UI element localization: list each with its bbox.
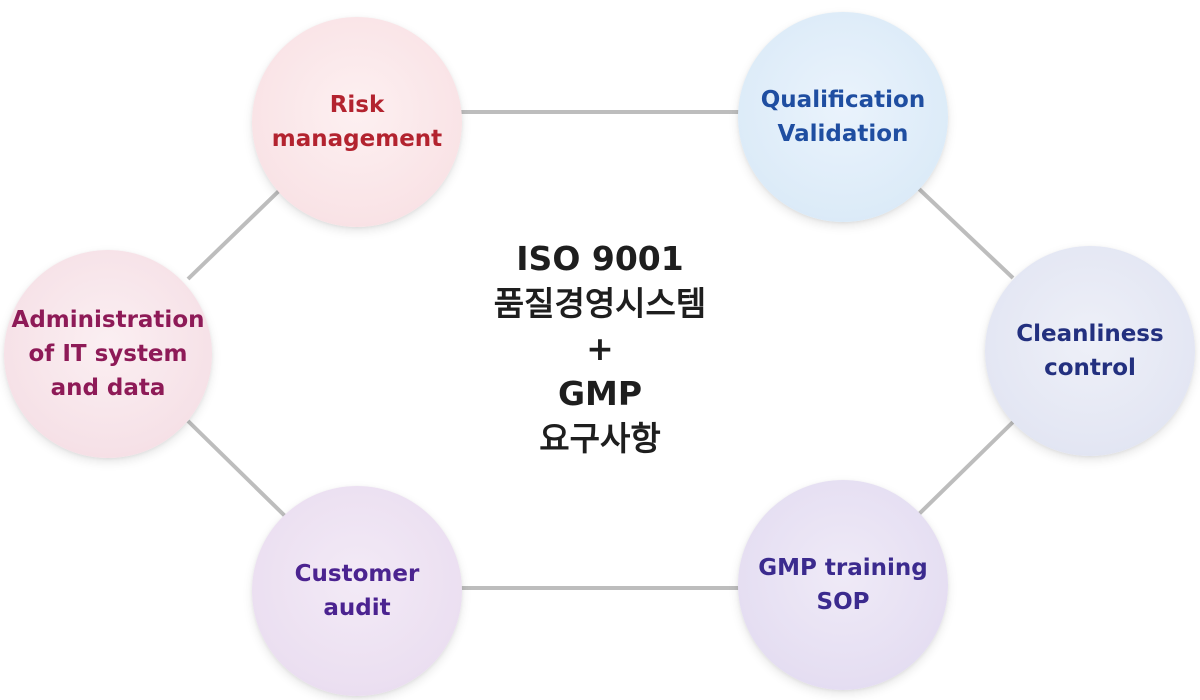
node-customer-audit: Customer audit — [252, 486, 462, 696]
node-it-administration: Administration of IT system and data — [4, 250, 212, 458]
node-label-qualification-validation: Qualification Validation — [760, 87, 926, 147]
node-gmp-training-sop: GMP training SOP — [738, 480, 948, 690]
center-title-iso: ISO 9001 — [516, 239, 684, 278]
center-title-gmp: GMP — [557, 374, 643, 413]
connector-qualification-cleanliness — [916, 186, 1015, 280]
center-title: ISO 9001 품질경영시스템 + GMP 요구사항 — [400, 236, 800, 461]
node-cleanliness-control: Cleanliness control — [985, 246, 1195, 456]
node-risk-management: Risk management — [252, 17, 462, 227]
center-title-qms: 품질경영시스템 — [493, 284, 707, 323]
node-label-risk-management: Risk management — [271, 92, 443, 152]
node-label-customer-audit: Customer audit — [294, 561, 420, 621]
node-label-it-administration: Administration of IT system and data — [11, 307, 205, 401]
connector-admin-risk — [186, 183, 287, 281]
center-title-requirements: 요구사항 — [539, 419, 661, 458]
connector-audit-admin — [186, 419, 287, 518]
node-qualification-validation: Qualification Validation — [738, 12, 948, 222]
connector-cleanliness-gmp — [916, 420, 1015, 517]
center-title-plus: + — [586, 329, 614, 368]
node-label-cleanliness-control: Cleanliness control — [1016, 321, 1164, 381]
node-label-gmp-training-sop: GMP training SOP — [758, 555, 928, 615]
